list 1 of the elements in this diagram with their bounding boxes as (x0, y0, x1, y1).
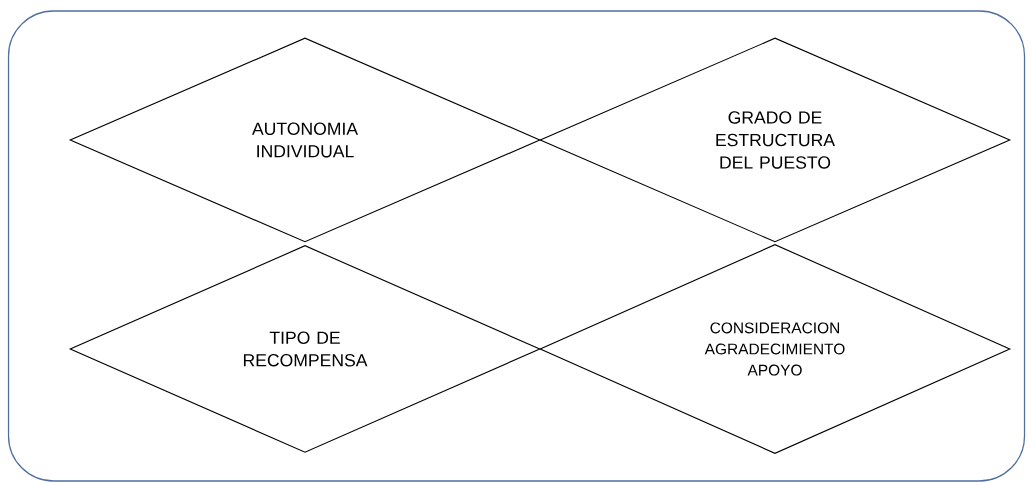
rounded-frame (7, 10, 1026, 482)
